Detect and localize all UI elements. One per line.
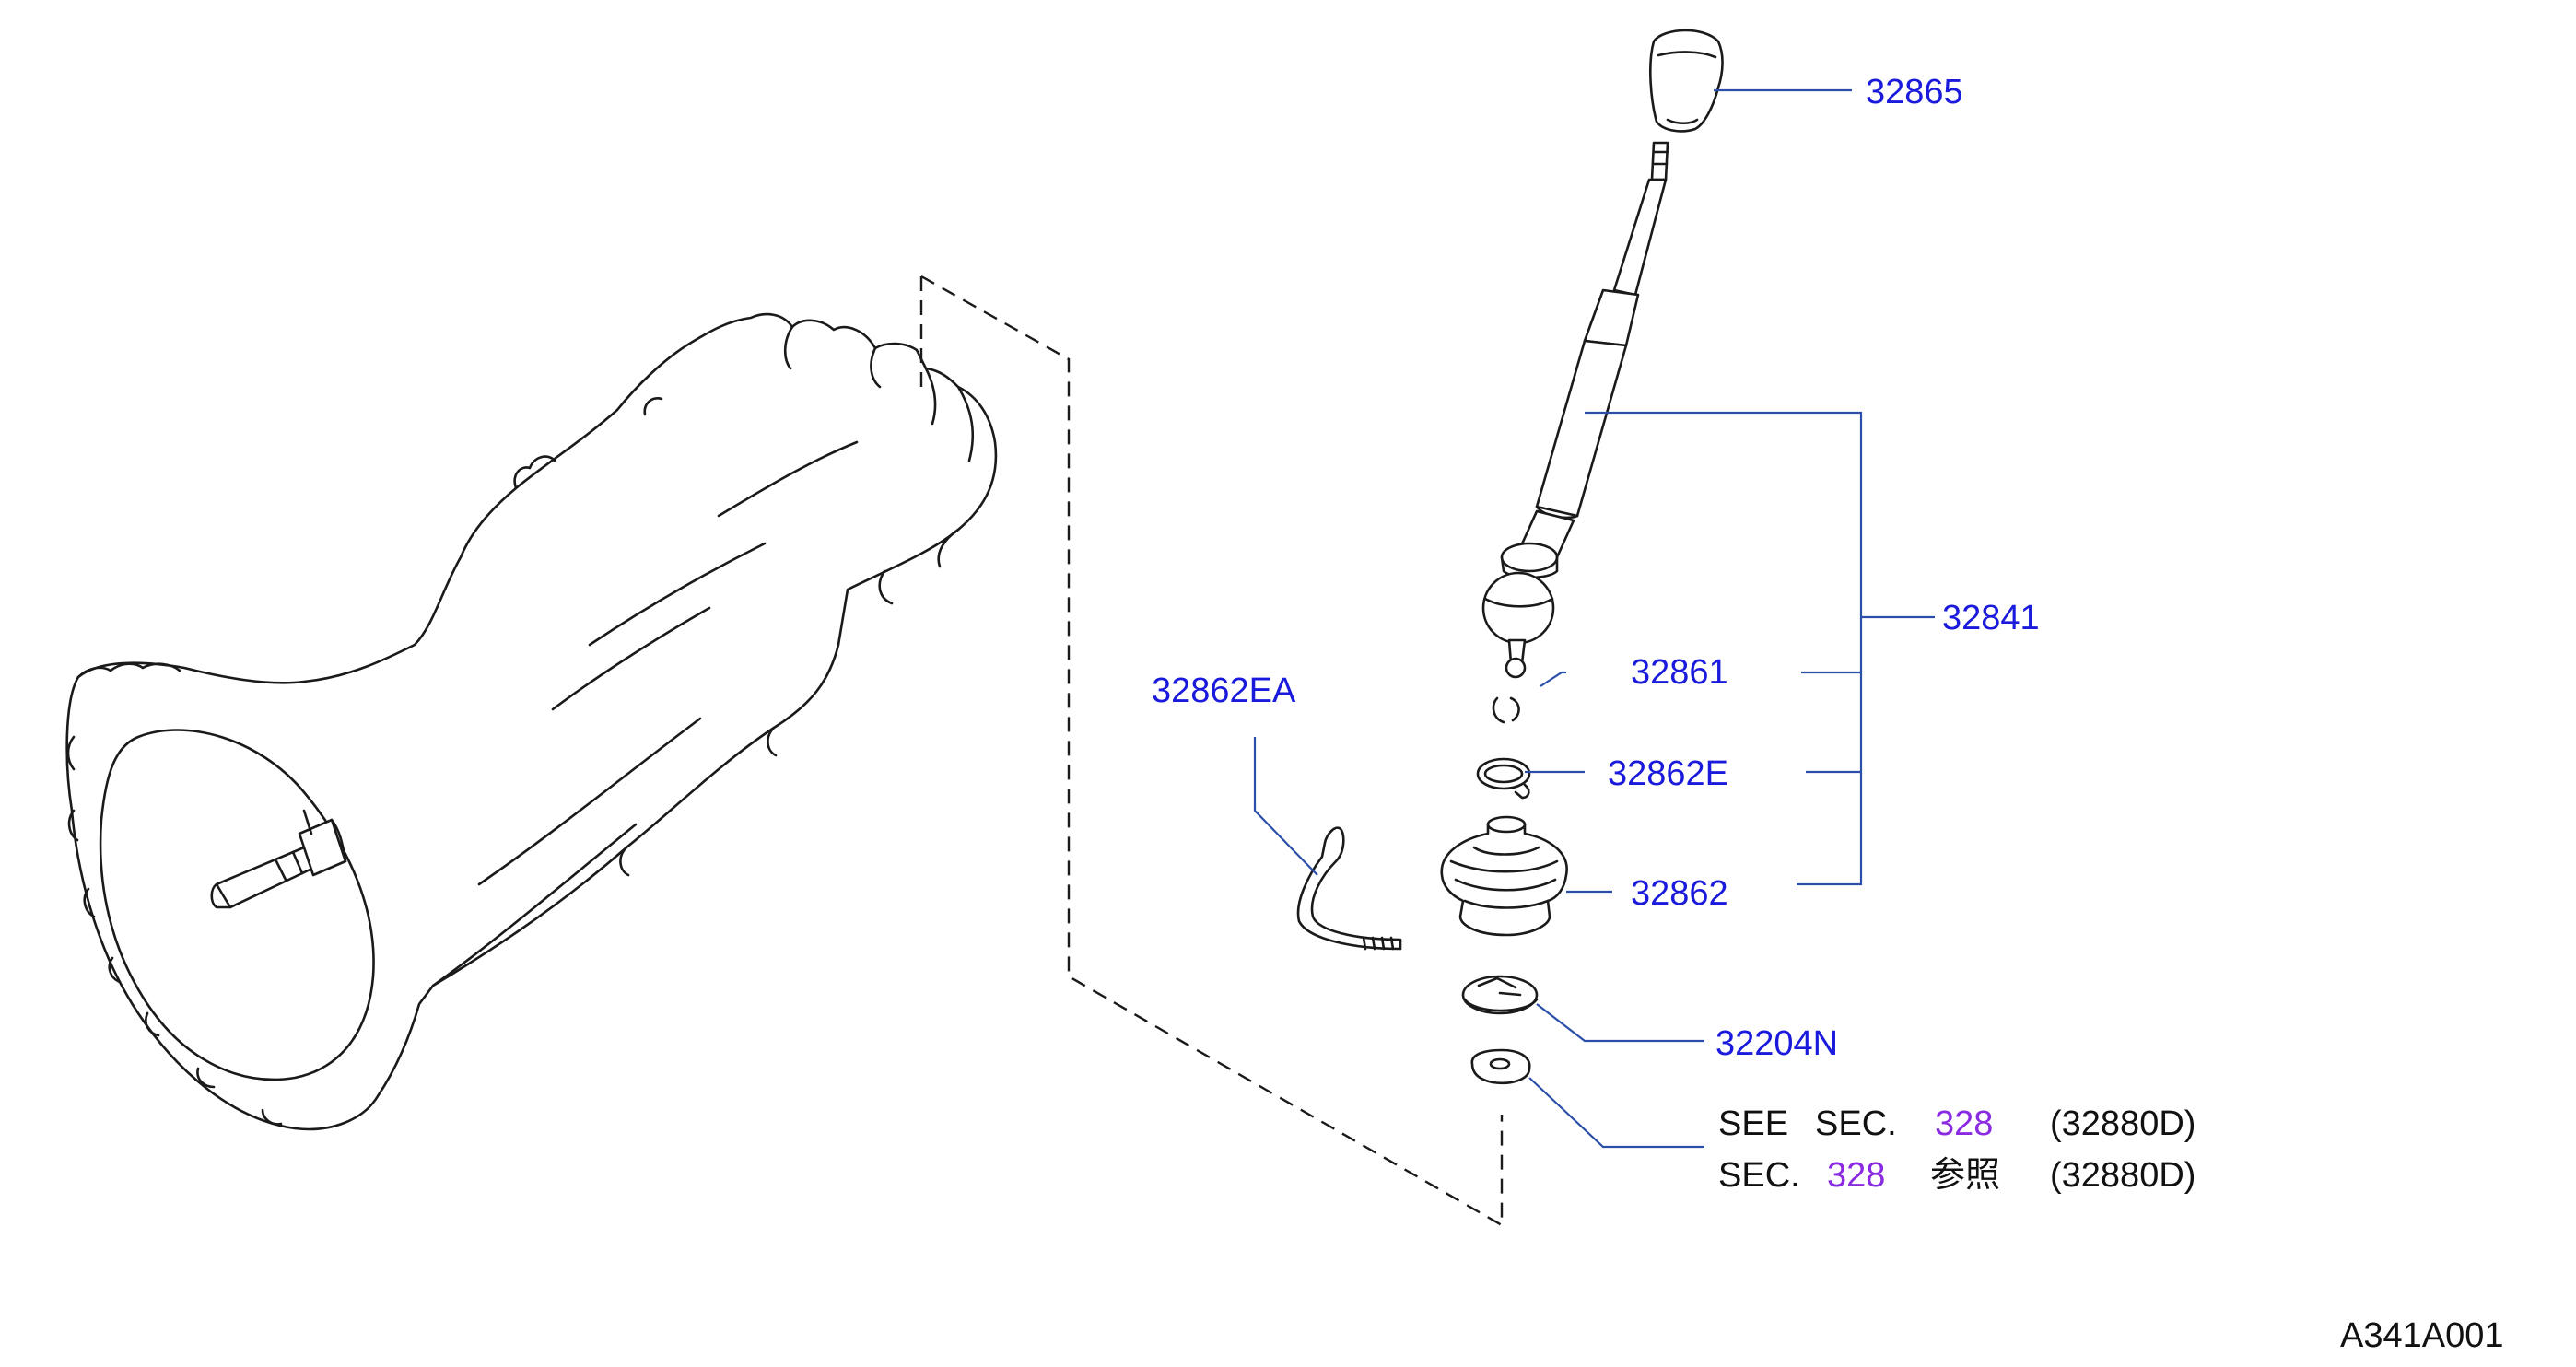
pad-drawing [1470, 1048, 1531, 1085]
part-label-32862ea[interactable]: 32862EA [1152, 672, 1296, 710]
part-label-32862[interactable]: 32862 [1631, 874, 1728, 913]
cable-strap-drawing [1296, 826, 1402, 951]
note-sansho-text: 参照 [1930, 1156, 2000, 1195]
note-sec-text-jp: SEC. [1718, 1156, 1800, 1195]
diagram-code: A341A001 [2340, 1316, 2504, 1355]
bushing-drawing [1492, 696, 1520, 724]
boot-drawing [1440, 815, 1568, 937]
section-328-link[interactable]: 328 [1935, 1104, 1993, 1143]
note-see-text: SEE [1718, 1104, 1788, 1143]
shift-lever-drawing [1481, 29, 1724, 679]
leader-lines [1253, 88, 1935, 1149]
note-reference-part-jp: (32880D) [2050, 1156, 2195, 1195]
part-label-32841[interactable]: 32841 [1942, 599, 2040, 637]
part-label-32204n[interactable]: 32204N [1715, 1024, 1838, 1063]
part-label-32861[interactable]: 32861 [1631, 653, 1728, 692]
part-label-32862e[interactable]: 32862E [1608, 754, 1728, 793]
plate-drawing [1461, 975, 1539, 1015]
see-section-note-japanese: SEC. 328 参照 (32880D) [1718, 1156, 2195, 1195]
see-section-note-english: SEE SEC. 328 (32880D) [1718, 1104, 2195, 1143]
section-view-dashed-lines [919, 275, 1504, 1228]
part-label-32865[interactable]: 32865 [1866, 73, 1963, 111]
note-sec-text: SEC. [1815, 1104, 1897, 1143]
transmission-housing-drawing [65, 312, 998, 1131]
section-328-link-jp[interactable]: 328 [1827, 1156, 1885, 1195]
note-reference-part: (32880D) [2050, 1104, 2195, 1143]
clip-ring-drawing [1476, 757, 1531, 800]
